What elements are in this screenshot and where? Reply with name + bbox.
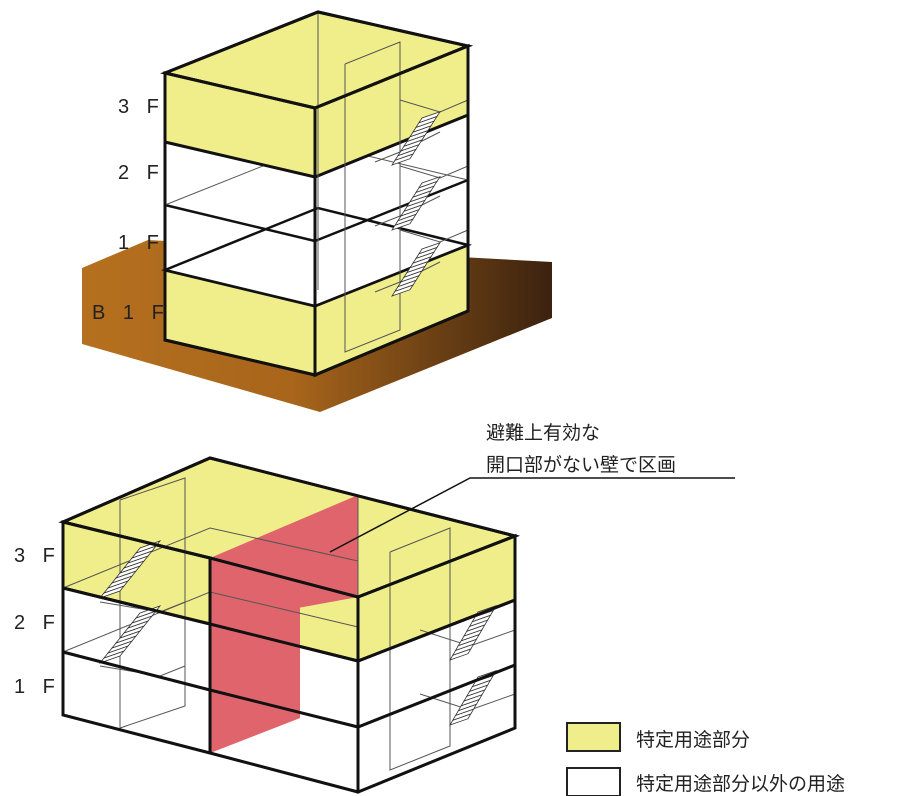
bottom-stairs [98, 540, 497, 726]
bottom-building [58, 456, 735, 794]
floor-label-2f-bottom: 2 F [14, 612, 61, 634]
floor-label-2f: 2 F [118, 162, 165, 184]
floor-label-1f-bottom: 1 F [14, 676, 61, 698]
floor-label-3f: 3 F [118, 96, 165, 118]
top-building [82, 10, 552, 412]
floor-label-3f-bottom: 3 F [14, 545, 61, 567]
floor-label-1f: 1 F [118, 232, 165, 254]
stair-step [418, 110, 441, 124]
callout-leader [329, 477, 735, 553]
legend-swatch-other-use [566, 767, 621, 796]
legend-swatch-specific-use [566, 722, 621, 752]
stair-step [418, 175, 441, 189]
legend-label-other-use: 特定用途部分以外の用途 [636, 773, 846, 795]
legend-label-specific-use: 特定用途部分 [636, 729, 751, 751]
callout-line-2: 開口部がない壁で区画 [486, 454, 677, 476]
stair-step [418, 241, 441, 255]
callout-line-1: 避難上有効な [486, 422, 601, 444]
top-stairs [391, 110, 441, 297]
floor-label-b1f: B 1 F [92, 302, 170, 324]
partition-wall [210, 495, 358, 753]
